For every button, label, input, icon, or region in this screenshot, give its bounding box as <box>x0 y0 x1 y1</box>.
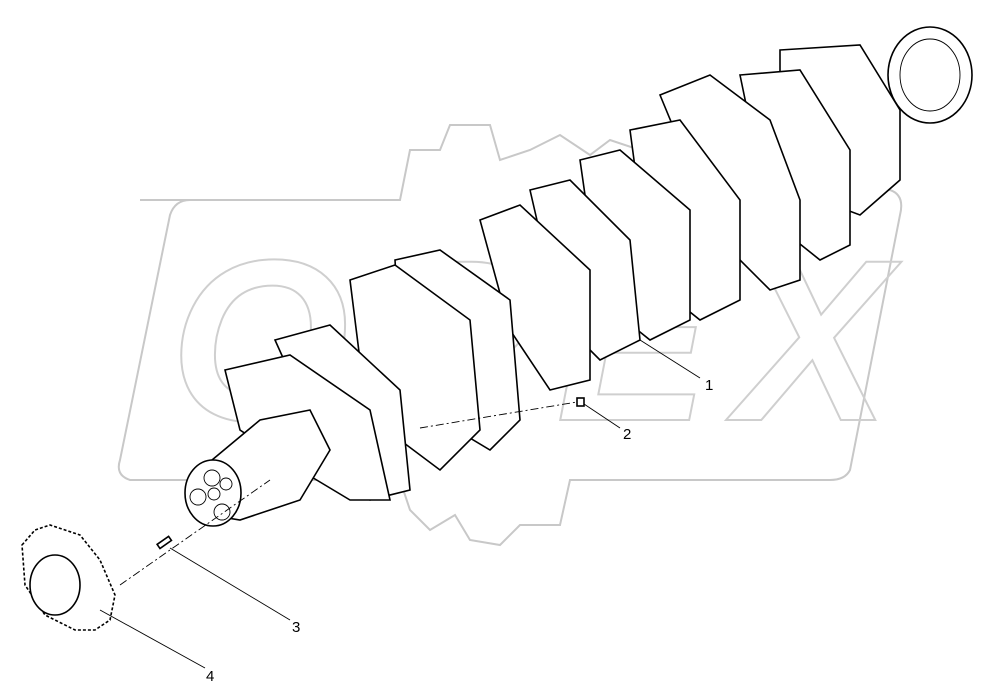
callout-2: 2 <box>623 426 631 443</box>
pin-part <box>156 535 173 550</box>
callout-3: 3 <box>292 619 300 636</box>
callout-4: 4 <box>206 668 214 685</box>
gear-part <box>21 524 116 631</box>
callout-1: 1 <box>705 377 713 394</box>
key-part <box>576 397 585 407</box>
